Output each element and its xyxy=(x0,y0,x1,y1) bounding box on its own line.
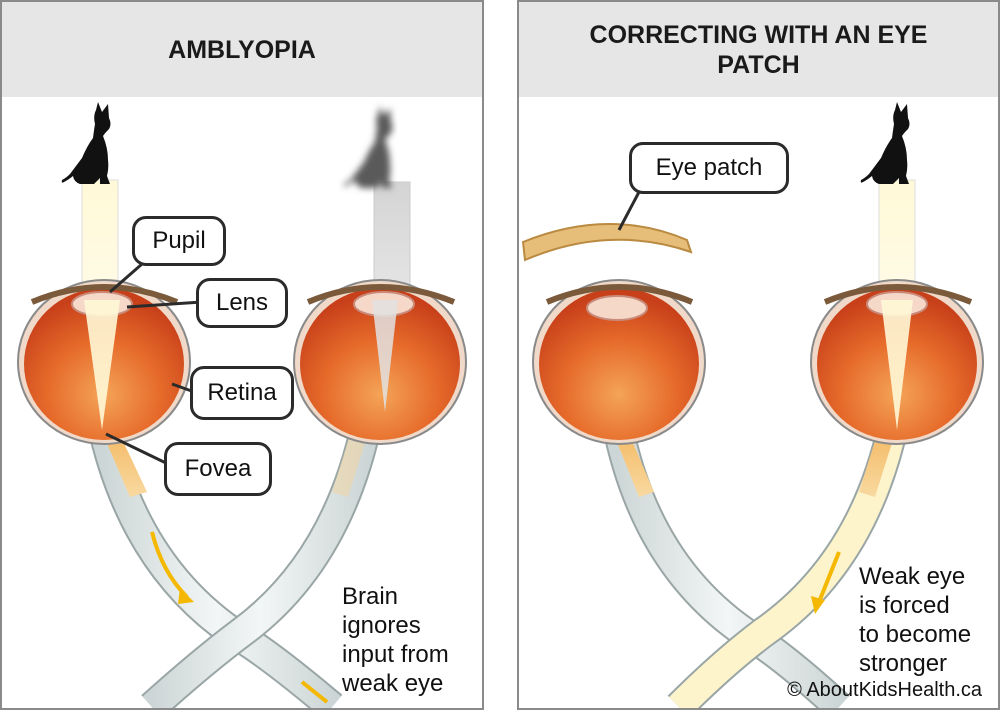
patched-eye-lens xyxy=(586,295,648,321)
caption-line: input from xyxy=(342,641,449,668)
eye-patch-shape xyxy=(521,223,693,262)
signal-arrow-end xyxy=(300,680,329,704)
eye-patch-label: Eye patch xyxy=(629,142,789,194)
eye-patch-illustration xyxy=(521,102,984,708)
signal-arrow xyxy=(817,551,841,603)
strong-eye-focus-beam xyxy=(84,300,120,430)
amblyopia-illustration xyxy=(17,102,467,708)
left-eye-nerve xyxy=(603,419,849,708)
eye-patch-caption: Weak eye is forced to become stronger xyxy=(859,562,971,678)
eye-patch-title: CORRECTING WITH AN EYE PATCH xyxy=(589,20,928,79)
pupil-label: Pupil xyxy=(132,216,226,266)
amblyopia-header: AMBLYOPIA xyxy=(2,2,482,97)
lens-pointer xyxy=(126,300,203,309)
fovea-label: Fovea xyxy=(164,442,272,496)
blurry-cat-icon xyxy=(343,106,393,188)
weak-eye-iris xyxy=(823,284,973,305)
caption-line: Brain xyxy=(342,583,399,610)
patched-eye xyxy=(539,288,699,440)
weak-eye-focus-beam xyxy=(881,300,913,430)
strong-eye-iris xyxy=(30,284,179,305)
cat-icon xyxy=(860,102,910,184)
arrow-head-icon xyxy=(811,596,825,614)
caption-line: ignores xyxy=(342,612,421,639)
pupil-pointer xyxy=(109,262,143,294)
eye-patch-pointer xyxy=(617,191,641,231)
amblyopia-title: AMBLYOPIA xyxy=(168,35,316,64)
amblyopia-caption: Brain ignores input from weak eye xyxy=(342,582,449,698)
lens-label: Lens xyxy=(196,278,288,328)
cat-icon xyxy=(61,102,111,184)
fovea-pointer xyxy=(105,432,169,466)
caption-line: to become xyxy=(859,621,972,648)
retina-label: Retina xyxy=(190,366,294,420)
caption-line: Weak eye xyxy=(859,563,966,590)
arrow-head-icon xyxy=(178,588,194,604)
weak-eye-iris xyxy=(306,284,456,305)
amblyopia-panel: AMBLYOPIA xyxy=(0,0,484,710)
caption-line: is forced xyxy=(859,592,950,619)
eye-patch-panel: CORRECTING WITH AN EYE PATCH Eye patc xyxy=(517,0,1000,710)
weak-eye-focus-beam xyxy=(372,300,398,412)
caption-line: weak eye xyxy=(342,670,444,697)
copyright-notice: © AboutKidsHealth.ca xyxy=(787,679,982,701)
patched-eye-iris xyxy=(545,284,694,305)
left-eye-nerve xyxy=(88,419,342,708)
eye-patch-header: CORRECTING WITH AN EYE PATCH xyxy=(519,2,998,97)
caption-line: stronger xyxy=(859,650,948,677)
